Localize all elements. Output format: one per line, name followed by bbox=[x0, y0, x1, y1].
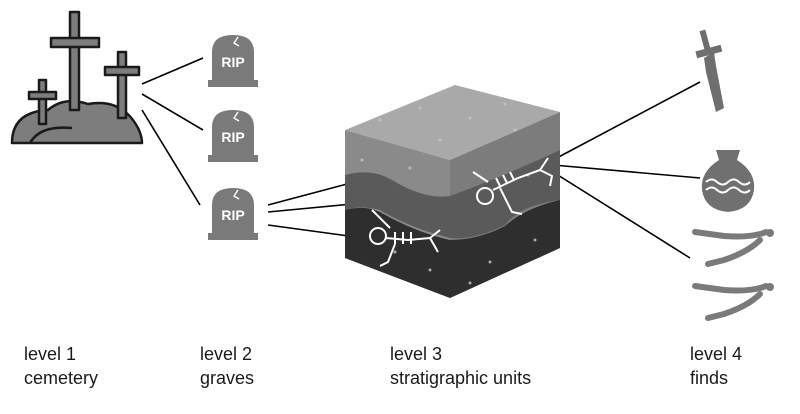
level-1-subtitle: cemetery bbox=[24, 368, 99, 388]
level-1-title: level 1 bbox=[24, 344, 77, 364]
vase-icon bbox=[701, 150, 755, 212]
level-2-title: level 2 bbox=[200, 344, 253, 364]
tombstone-icon bbox=[208, 110, 258, 162]
grave-1: RIP bbox=[208, 35, 258, 87]
tombstone-icon bbox=[208, 188, 258, 240]
connector-unit-sword bbox=[552, 81, 701, 161]
level-1-caption: level 1 cemetery bbox=[24, 342, 98, 390]
level-4-caption: level 4 finds bbox=[690, 342, 742, 390]
grave-2: RIP bbox=[208, 110, 258, 162]
grave-2-label: RIP bbox=[221, 129, 244, 145]
cemetery-crosses-icon bbox=[10, 10, 144, 145]
connector-cemetery-grave-1 bbox=[141, 57, 204, 85]
level-2-subtitle: graves bbox=[200, 368, 255, 388]
level-3-subtitle: stratigraphic units bbox=[390, 368, 532, 388]
tombstone-icon bbox=[208, 35, 258, 87]
grave-1-label: RIP bbox=[221, 54, 244, 70]
soil-cube-skeletons-icon bbox=[345, 85, 560, 298]
connector-cemetery-grave-3 bbox=[141, 109, 201, 206]
connector-unit-vase bbox=[552, 164, 701, 179]
grave-3-label: RIP bbox=[221, 207, 244, 223]
level-4-subtitle: finds bbox=[690, 368, 729, 388]
spurs-icon bbox=[692, 229, 774, 321]
sword-icon bbox=[695, 29, 724, 112]
level-4-title: level 4 bbox=[690, 344, 743, 364]
connector-cemetery-grave-2 bbox=[141, 93, 204, 131]
level-2-caption: level 2 graves bbox=[200, 342, 254, 390]
level-3-caption: level 3 stratigraphic units bbox=[390, 342, 531, 390]
level-3-title: level 3 bbox=[390, 344, 443, 364]
connector-unit-spurs bbox=[552, 171, 691, 259]
grave-3: RIP bbox=[208, 188, 258, 240]
